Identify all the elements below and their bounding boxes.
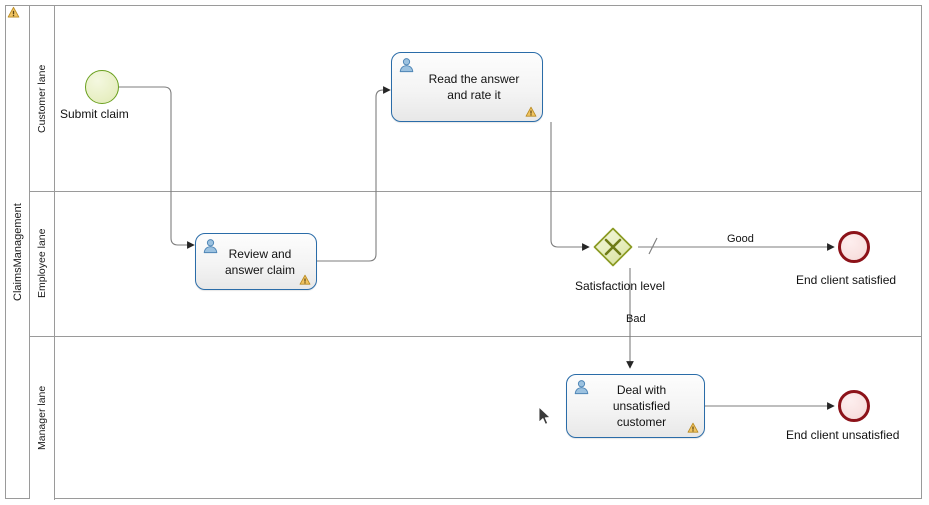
start-event-label: Submit claim (60, 107, 129, 121)
lane-label-customer: Customer lane (36, 64, 48, 133)
warning-icon (7, 6, 20, 18)
end-event-unsatisfied-label: End client unsatisfied (786, 428, 900, 442)
end-event-client-unsatisfied[interactable] (838, 390, 870, 422)
lane-label-manager: Manager lane (36, 385, 48, 451)
gateway-label: Satisfaction level (575, 279, 666, 293)
lane-divider-2 (30, 336, 921, 337)
mouse-pointer-icon (538, 406, 551, 425)
user-icon (574, 380, 589, 395)
lane-header-manager[interactable]: Manager lane (30, 336, 55, 500)
task-read-the-answer-and-rate-it[interactable]: Read the answer and rate it (391, 52, 543, 122)
task-review-and-answer-claim[interactable]: Review and answer claim (195, 233, 317, 290)
lane-header-customer[interactable]: Customer lane (30, 6, 55, 191)
warning-icon (525, 106, 537, 117)
end-event-satisfied-label: End client satisfied (796, 273, 897, 287)
task-label: Read the answer and rate it (428, 72, 520, 102)
task-label: Deal with unsatisfied customer (612, 383, 671, 429)
user-icon (399, 58, 414, 73)
lane-label-employee: Employee lane (36, 228, 48, 299)
warning-icon (299, 274, 311, 285)
flow-label-good: Good (727, 233, 754, 245)
pool-header[interactable]: ClaimsManagement (6, 6, 30, 498)
exclusive-gateway-satisfaction-level[interactable] (593, 227, 633, 267)
task-deal-with-unsatisfied-customer[interactable]: Deal with unsatisfied customer (566, 374, 705, 438)
flow-label-bad: Bad (626, 313, 646, 325)
lane-header-employee[interactable]: Employee lane (30, 191, 55, 336)
user-icon (203, 239, 218, 254)
end-event-client-satisfied[interactable] (838, 231, 870, 263)
pool-label: ClaimsManagement (12, 203, 24, 301)
warning-icon (687, 422, 699, 433)
start-event-submit-claim[interactable] (85, 70, 119, 104)
lane-divider-1 (30, 191, 921, 192)
task-label: Review and answer claim (224, 246, 296, 277)
